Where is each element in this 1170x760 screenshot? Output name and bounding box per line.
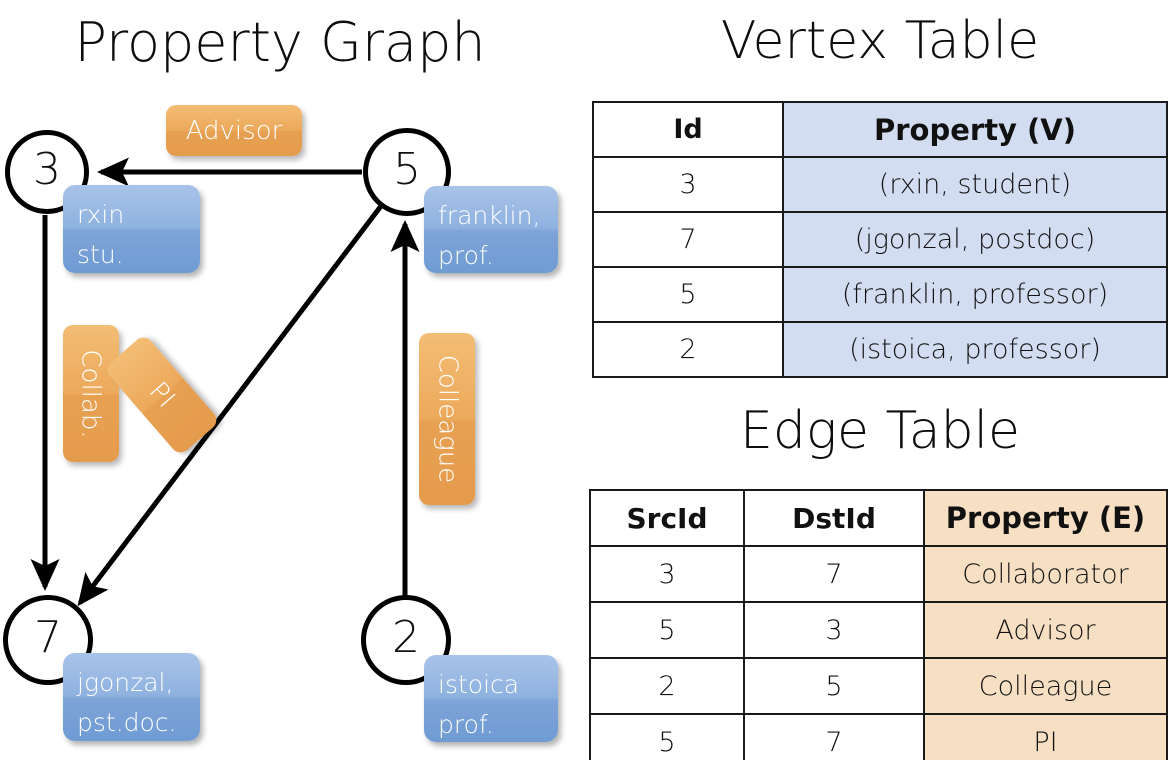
edge-cell-dstid: 3 — [743, 601, 925, 659]
node-property-callout-rxin: rxin stu. — [63, 185, 200, 273]
node-property-callout-jgonzal: jgonzal, pst.doc. — [63, 653, 200, 741]
edge-table-header-dstid: DstId — [743, 489, 925, 547]
edge-label-colleague: Colleague — [419, 333, 475, 505]
edge-cell-srcid: 2 — [589, 657, 745, 715]
page-title-property-graph: Property Graph — [74, 11, 486, 74]
node-property-callout-franklin: franklin, prof. — [424, 186, 558, 273]
vertex-cell-property: (jgonzal, postdoc) — [782, 211, 1168, 268]
edge-table-header-property: Property (E) — [923, 489, 1168, 547]
table-row[interactable]: 5 (franklin, professor) — [592, 266, 1168, 323]
edge-label-collaborator: Collab. — [63, 325, 119, 462]
graph-node-7-label: 7 — [34, 612, 62, 663]
vertex-table: Id Property (V) 3 (rxin, student) 7 (jgo… — [592, 101, 1168, 378]
edge-cell-property: Advisor — [923, 601, 1168, 659]
edge-cell-property: Colleague — [923, 657, 1168, 715]
graph-node-5[interactable]: 5 — [363, 128, 451, 216]
edge-label-colleague-text: Colleague — [432, 354, 463, 484]
edge-cell-dstid: 7 — [743, 545, 925, 603]
vertex-cell-property: (franklin, professor) — [782, 266, 1168, 323]
edge-cell-srcid: 5 — [589, 713, 745, 760]
edge-label-advisor: Advisor — [166, 105, 302, 156]
edge-cell-property: PI — [923, 713, 1168, 760]
graph-edges-layer — [30, 157, 420, 607]
graph-node-2-label: 2 — [392, 612, 420, 663]
table-row[interactable]: 5 3 Advisor — [589, 601, 1168, 659]
edge-table-header-row: SrcId DstId Property (E) — [589, 489, 1168, 547]
page-title-edge-table: Edge Table — [739, 401, 1021, 461]
property-graph-diagram: 3 5 7 2 rxin stu. franklin, prof. jgonza… — [3, 105, 558, 742]
edge-label-pi-text: PI — [143, 376, 181, 414]
edge-label-collaborator-text: Collab. — [76, 348, 106, 439]
vertex-cell-id: 5 — [592, 266, 784, 323]
vertex-cell-property: (istoica, professor) — [782, 321, 1168, 378]
page-title-vertex-table: Vertex Table — [720, 11, 1040, 71]
graph-node-3-label: 3 — [33, 144, 61, 195]
graph-node-5-label: 5 — [393, 144, 421, 195]
table-row[interactable]: 2 (istoica, professor) — [592, 321, 1168, 378]
table-row[interactable]: 3 7 Collaborator — [589, 545, 1168, 603]
vertex-table-header-id: Id — [592, 101, 784, 158]
vertex-cell-id: 2 — [592, 321, 784, 378]
table-row[interactable]: 5 7 PI — [589, 713, 1168, 760]
node-property-callout-istoica: istoica prof. — [424, 655, 558, 742]
vertex-cell-property: (rxin, student) — [782, 156, 1168, 213]
table-row[interactable]: 2 5 Colleague — [589, 657, 1168, 715]
edge-table: SrcId DstId Property (E) 3 7 Collaborato… — [589, 489, 1168, 760]
vertex-cell-id: 3 — [592, 156, 784, 213]
edge-cell-property: Collaborator — [923, 545, 1168, 603]
edge-cell-dstid: 5 — [743, 657, 925, 715]
table-row[interactable]: 7 (jgonzal, postdoc) — [592, 211, 1168, 268]
vertex-table-header-property: Property (V) — [782, 101, 1168, 158]
vertex-table-header-row: Id Property (V) — [592, 101, 1168, 158]
edge-cell-srcid: 5 — [589, 601, 745, 659]
edge-cell-dstid: 7 — [743, 713, 925, 760]
table-row[interactable]: 3 (rxin, student) — [592, 156, 1168, 213]
vertex-cell-id: 7 — [592, 211, 784, 268]
edge-5-to-7-pi — [77, 204, 383, 607]
edge-table-header-srcid: SrcId — [589, 489, 745, 547]
edge-cell-srcid: 3 — [589, 545, 745, 603]
edge-label-advisor-text: Advisor — [185, 115, 283, 146]
graph-node-2[interactable]: 2 — [361, 595, 451, 685]
